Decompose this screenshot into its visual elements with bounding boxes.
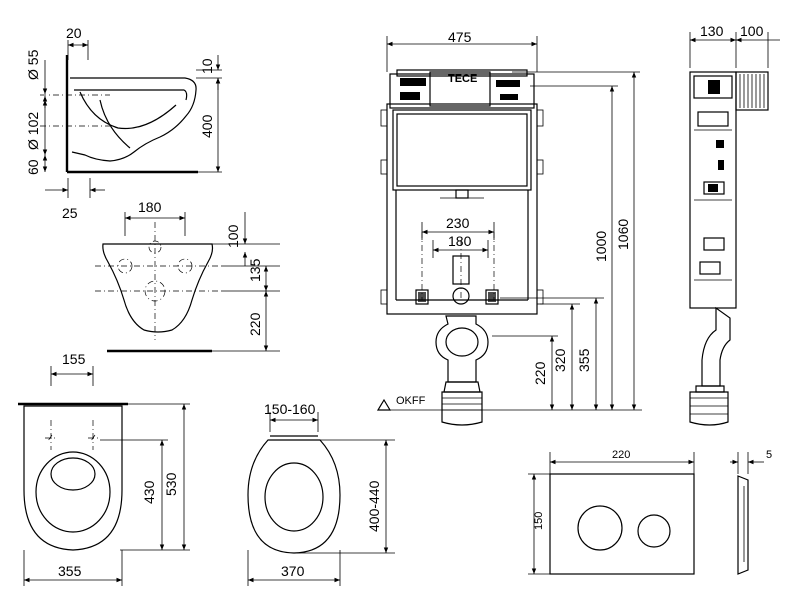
seat-hinge-spacing: 150-160: [264, 401, 316, 417]
frame-side-depth: 130: [700, 23, 724, 39]
frame-dim-355: 355: [576, 348, 592, 372]
side-height: 400: [199, 114, 215, 138]
top-inner-length: 430: [141, 480, 157, 504]
front-middle-offset: 135: [247, 258, 263, 282]
front-spacing: 180: [138, 199, 162, 215]
flush-plate-view: 220 150 5: [528, 449, 772, 575]
top-hole-spacing: 155: [62, 351, 86, 367]
frame-front-view: TECE 475 230: [376, 29, 642, 426]
frame-side-extra-depth: 100: [740, 23, 764, 39]
top-length: 530: [163, 472, 179, 496]
frame-inner-width-2: 180: [448, 233, 472, 249]
side-dim-10: 10: [199, 58, 215, 74]
front-top-offset: 100: [225, 224, 241, 248]
side-dia-102: Ø 102: [25, 112, 41, 150]
side-dia-55: Ø 55: [25, 49, 41, 80]
frame-side-view: 130 100: [689, 23, 780, 426]
seat-length: 400-440: [366, 480, 382, 532]
toilet-seat-view: 150-160 400-440 370: [247, 401, 395, 586]
frame-width: 475: [448, 29, 472, 45]
side-dim-60: 60: [25, 159, 41, 175]
front-bottom-offset: 220: [247, 312, 263, 336]
frame-inner-width-1: 230: [446, 215, 470, 231]
floor-level-label: OKFF: [396, 395, 426, 407]
seat-width: 370: [281, 563, 305, 579]
frame-dim-320: 320: [552, 348, 568, 372]
flush-plate-width: 220: [612, 449, 630, 461]
wc-top-view: 155 430 530 355: [18, 351, 190, 586]
wc-front-view: 180 100 135 220: [95, 199, 280, 353]
frame-height-1: 1000: [593, 231, 609, 262]
flush-plate-height: 150: [533, 512, 545, 530]
side-top-width: 20: [66, 25, 82, 41]
side-bottom-width: 25: [62, 205, 78, 221]
wc-side-view: 20 Ø 55 Ø 102 60 25 10 400: [25, 25, 222, 221]
frame-brand-label: TECE: [448, 73, 477, 85]
frame-dim-220: 220: [532, 361, 548, 385]
top-width: 355: [58, 563, 82, 579]
flush-plate-thickness: 5: [766, 449, 772, 461]
frame-height-2: 1060: [615, 219, 631, 250]
